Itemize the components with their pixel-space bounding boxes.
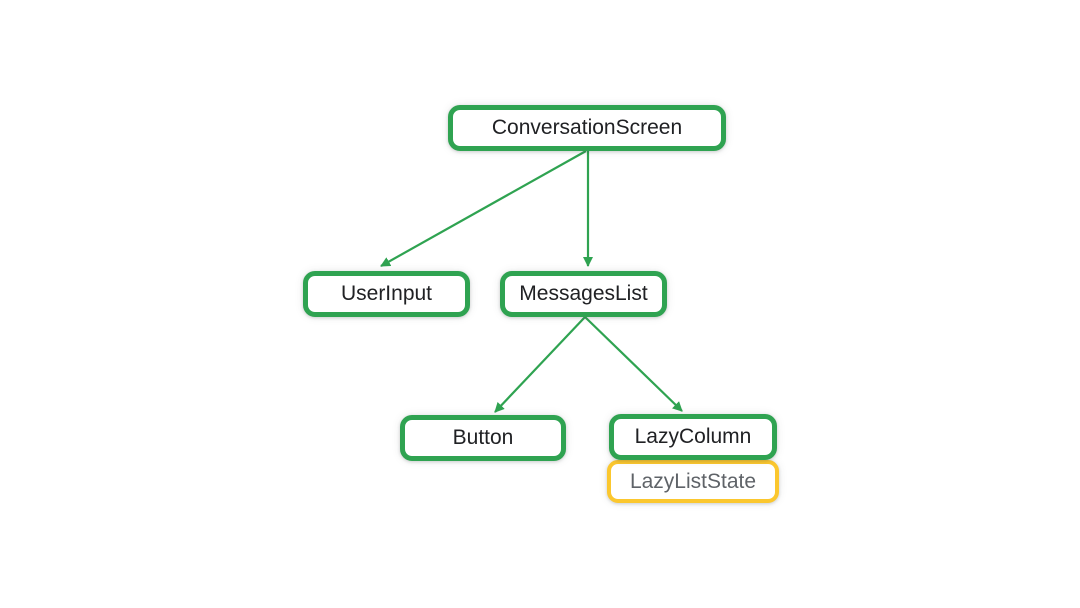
node-conversationscreen: ConversationScreen bbox=[448, 105, 726, 151]
edge-conversationscreen-userinput bbox=[380, 150, 587, 267]
node-messageslist: MessagesList bbox=[500, 271, 667, 317]
node-conversationscreen-label: ConversationScreen bbox=[491, 116, 683, 139]
edge-messageslist-lazycolumn bbox=[584, 316, 683, 412]
node-button: Button bbox=[400, 415, 566, 461]
node-button-label: Button bbox=[452, 426, 514, 449]
node-messageslist-label: MessagesList bbox=[519, 282, 648, 305]
node-lazycolumn-label: LazyColumn bbox=[634, 425, 752, 448]
edge-messageslist-button bbox=[494, 316, 586, 413]
node-userinput: UserInput bbox=[303, 271, 470, 317]
node-lazyliststate: LazyListState bbox=[607, 460, 779, 503]
node-lazycolumn: LazyColumn bbox=[609, 414, 777, 460]
node-userinput-label: UserInput bbox=[340, 282, 433, 305]
node-lazyliststate-label: LazyListState bbox=[629, 469, 757, 493]
